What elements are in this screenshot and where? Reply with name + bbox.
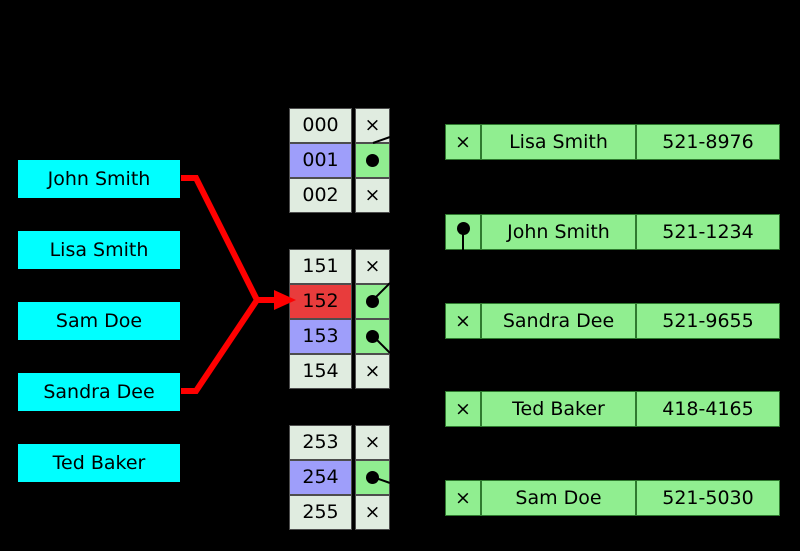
record-name: John Smith <box>481 214 636 250</box>
key-label: Sandra Dee <box>43 380 155 403</box>
record-phone: 521-1234 <box>636 214 780 250</box>
bucket-row[interactable]: 151 × <box>289 249 390 284</box>
pointer-dot-icon <box>366 330 379 343</box>
bucket-slot-255[interactable]: × <box>355 495 390 530</box>
record-row-sam-doe[interactable]: × Sam Doe 521-5030 <box>445 480 780 516</box>
record-phone: 521-8976 <box>636 124 780 160</box>
bucket-index-152: 152 <box>289 284 352 319</box>
key-label: John Smith <box>47 167 151 190</box>
bucket-slot-001[interactable] <box>355 143 390 178</box>
record-row-ted-baker[interactable]: × Ted Baker 418-4165 <box>445 391 780 427</box>
bucket-index-253: 253 <box>289 425 352 460</box>
key-box-sam-doe[interactable]: Sam Doe <box>18 302 180 340</box>
bucket-index-001: 001 <box>289 143 352 178</box>
bucket-index-254: 254 <box>289 460 352 495</box>
key-box-john-smith[interactable]: John Smith <box>18 160 180 198</box>
key-box-sandra-dee[interactable]: Sandra Dee <box>18 373 180 411</box>
bucket-row[interactable]: 001 <box>289 143 390 178</box>
bucket-row[interactable]: 253 × <box>289 425 390 460</box>
pointer-dot-icon <box>456 222 470 235</box>
record-marker-cross-icon: × <box>445 303 481 339</box>
record-marker-cross-icon: × <box>445 391 481 427</box>
collision-arrow-sandra-dee <box>181 298 260 394</box>
record-name: Sam Doe <box>481 480 636 516</box>
key-box-lisa-smith[interactable]: Lisa Smith <box>18 231 180 269</box>
bucket-slot-154[interactable]: × <box>355 354 390 389</box>
bucket-row[interactable]: 152 <box>289 284 390 319</box>
bucket-row[interactable]: 002 × <box>289 178 390 213</box>
bucket-group-000: 000 × 001 002 × <box>289 108 390 213</box>
pointer-stem-icon <box>462 234 464 250</box>
bucket-row[interactable]: 153 <box>289 319 390 354</box>
bucket-slot-000[interactable]: × <box>355 108 390 143</box>
bucket-index-153: 153 <box>289 319 352 354</box>
collision-arrow-john-smith <box>181 175 260 302</box>
bucket-group-253: 253 × 254 255 × <box>289 425 390 530</box>
record-name: Sandra Dee <box>481 303 636 339</box>
bucket-row[interactable]: 000 × <box>289 108 390 143</box>
record-phone: 418-4165 <box>636 391 780 427</box>
bucket-row[interactable]: 154 × <box>289 354 390 389</box>
key-label: Sam Doe <box>55 309 143 332</box>
bucket-slot-151[interactable]: × <box>355 249 390 284</box>
record-name: Lisa Smith <box>481 124 636 160</box>
bucket-slot-254[interactable] <box>355 460 390 495</box>
record-row-sandra-dee[interactable]: × Sandra Dee 521-9655 <box>445 303 780 339</box>
bucket-row[interactable]: 254 <box>289 460 390 495</box>
key-label: Lisa Smith <box>49 238 149 261</box>
bucket-index-002: 002 <box>289 178 352 213</box>
bucket-index-151: 151 <box>289 249 352 284</box>
bucket-slot-253[interactable]: × <box>355 425 390 460</box>
record-row-john-smith[interactable]: John Smith 521-1234 <box>445 214 780 250</box>
pointer-dot-icon <box>366 154 379 167</box>
bucket-index-154: 154 <box>289 354 352 389</box>
record-name: Ted Baker <box>481 391 636 427</box>
record-row-lisa-smith[interactable]: × Lisa Smith 521-8976 <box>445 124 780 160</box>
bucket-slot-153[interactable] <box>355 319 390 354</box>
bucket-index-000: 000 <box>289 108 352 143</box>
record-marker-cross-icon: × <box>445 124 481 160</box>
record-phone: 521-5030 <box>636 480 780 516</box>
bucket-slot-152[interactable] <box>355 284 390 319</box>
bucket-slot-002[interactable]: × <box>355 178 390 213</box>
pointer-dot-icon <box>366 471 379 484</box>
key-label: Ted Baker <box>52 451 146 474</box>
bucket-row[interactable]: 255 × <box>289 495 390 530</box>
record-phone: 521-9655 <box>636 303 780 339</box>
bucket-group-151: 151 × 152 153 154 × <box>289 249 390 389</box>
bucket-index-255: 255 <box>289 495 352 530</box>
key-box-ted-baker[interactable]: Ted Baker <box>18 444 180 482</box>
pointer-dot-icon <box>366 295 379 308</box>
record-marker-cross-icon: × <box>445 480 481 516</box>
record-marker-dot-icon <box>445 214 481 250</box>
